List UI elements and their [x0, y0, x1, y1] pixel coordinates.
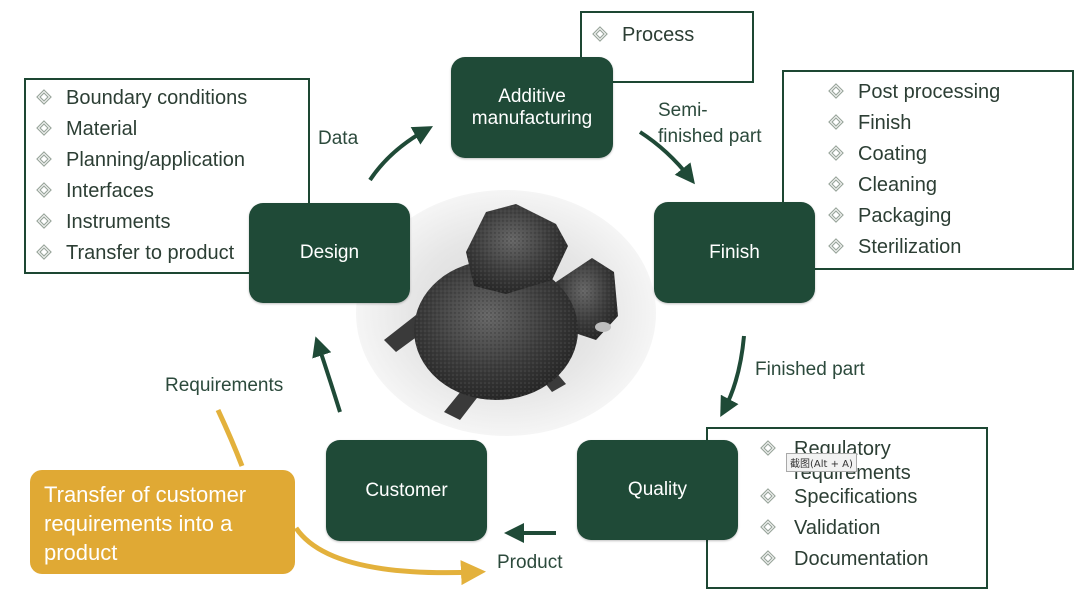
edge-label-finished-part: Finished part [755, 359, 865, 380]
quality-list-item: Documentation [760, 547, 986, 578]
diamond-bullet-icon [828, 83, 844, 99]
quality-list-item-label: Specifications [794, 486, 918, 508]
diamond-bullet-icon [760, 550, 776, 566]
design-list-item-label: Boundary conditions [66, 87, 248, 109]
design-list-item: Instruments [36, 210, 308, 241]
diamond-bullet-icon [760, 519, 776, 535]
finish-list-item-label: Post processing [858, 81, 1001, 103]
process-list-item-label: Process [622, 24, 695, 46]
node-finish-label: Finish [709, 241, 760, 263]
diamond-bullet-icon [828, 145, 844, 161]
finish-list-item-label: Sterilization [858, 236, 962, 258]
finish-list-item-label: Packaging [858, 205, 952, 227]
quality-list-item-label: Documentation [794, 548, 929, 570]
edge-label-data: Data [318, 128, 359, 149]
finish-list-item: Coating [828, 142, 1072, 173]
callout-text: Transfer of customer requirements into a… [44, 482, 247, 565]
design-list-item-label: Material [66, 118, 138, 140]
finish-list-item-label: Finish [858, 112, 912, 134]
node-quality: Quality [577, 440, 738, 540]
design-list-item-label: Instruments [66, 211, 171, 233]
node-customer-label: Customer [365, 479, 448, 501]
diamond-bullet-icon [828, 207, 844, 223]
diamond-bullet-icon [36, 151, 52, 167]
customer-requirements-callout: Transfer of customer requirements into a… [30, 470, 295, 574]
arrow-finish-to-quality [720, 335, 746, 418]
finish-list-item: Finish [828, 111, 1072, 142]
arrow-am-to-finish [638, 130, 695, 185]
process-list-item: Process [592, 23, 752, 54]
arrow-customer-to-design [312, 336, 342, 413]
design-list-item-label: Interfaces [66, 180, 154, 202]
node-finish: Finish [654, 202, 815, 303]
node-customer: Customer [326, 440, 487, 541]
arrow-callout-requirements [215, 408, 245, 467]
quality-list-item: Specifications [760, 485, 986, 516]
diamond-bullet-icon [828, 176, 844, 192]
design-list-item: Interfaces [36, 179, 308, 210]
finish-list-item-label: Cleaning [858, 174, 937, 196]
diamond-bullet-icon [36, 120, 52, 136]
design-list-item: Material [36, 117, 308, 148]
implant-illustration [384, 204, 618, 420]
diamond-bullet-icon [828, 114, 844, 130]
diamond-bullet-icon [760, 440, 776, 456]
design-list-item: Transfer to product [36, 241, 308, 272]
edge-label-product: Product [497, 552, 563, 573]
arrow-design-to-am [368, 126, 433, 182]
diamond-bullet-icon [36, 89, 52, 105]
diamond-bullet-icon [36, 182, 52, 198]
finish-list-item: Packaging [828, 204, 1072, 235]
quality-list-item-label: Validation [794, 517, 881, 539]
node-additive-manufacturing: Additive manufacturing [451, 57, 613, 158]
arrow-callout-to-product [293, 526, 486, 586]
design-list-item-label: Transfer to product [66, 242, 235, 264]
finish-list-item: Cleaning [828, 173, 1072, 204]
node-design: Design [249, 203, 410, 303]
edge-label-requirements: Requirements [165, 375, 284, 396]
diamond-bullet-icon [760, 488, 776, 504]
design-list-item-label: Planning/application [66, 149, 246, 171]
edge-label-semi-finished: Semi- finished part [658, 100, 762, 147]
design-list-item: Boundary conditions [36, 86, 308, 117]
node-quality-label: Quality [627, 479, 688, 500]
quality-list-item: Validation [760, 516, 986, 547]
finish-list-item: Post processing [828, 80, 1072, 111]
diamond-bullet-icon [36, 213, 52, 229]
screenshot-tooltip: 截图(Alt + A) [786, 453, 857, 472]
node-design-label: Design [299, 242, 360, 263]
diamond-bullet-icon [828, 238, 844, 254]
implant-photo [356, 190, 656, 436]
node-additive-label: Additive manufacturing [471, 85, 593, 129]
diamond-bullet-icon [36, 244, 52, 260]
finish-list-item-label: Coating [858, 143, 927, 165]
diamond-bullet-icon [592, 26, 608, 42]
design-list-item: Planning/application [36, 148, 308, 179]
finish-list-item: Sterilization [828, 235, 1072, 266]
